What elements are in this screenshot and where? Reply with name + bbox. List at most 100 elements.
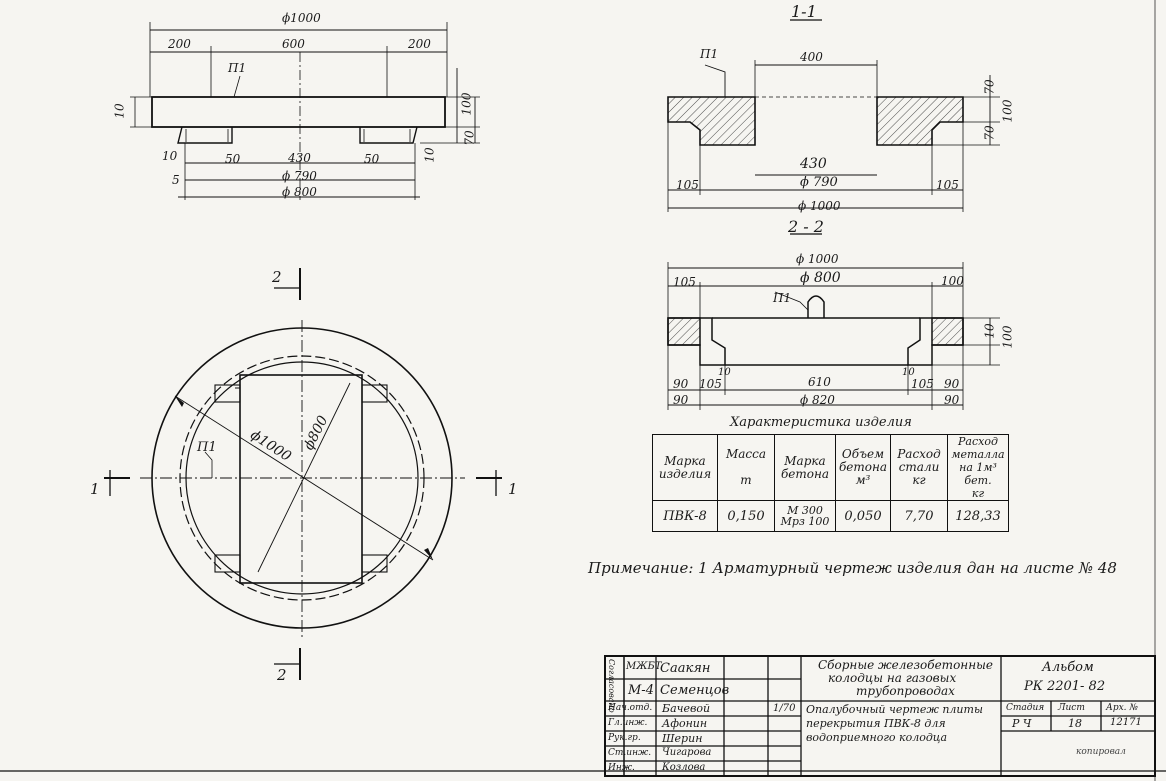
section-2-2-title: 2 - 2: [788, 217, 824, 236]
stamp-project-title-1: Сборные железобетонные: [818, 658, 993, 672]
table-title: Характеристика изделия: [730, 415, 912, 430]
dim-d1000: ϕ1000: [282, 11, 321, 25]
stamp-stage-value: Р Ч: [1012, 717, 1032, 730]
dim-50-left: 50: [225, 152, 241, 166]
dim-105-s2: 105: [673, 275, 696, 289]
dim-10-left: 10: [112, 103, 127, 119]
plan-view: [130, 22, 480, 200]
drawing-note: Примечание: 1 Арматурный чертеж изделия …: [588, 559, 1117, 577]
dim-105-s1-right: 105: [936, 178, 959, 192]
left-section-body: [667, 96, 756, 146]
stamp-project-title-3: трубопроводах: [856, 684, 955, 698]
dim-610: 610: [808, 375, 831, 389]
dim-100-s2-side: 100: [1000, 325, 1015, 349]
dim-90-s2-d: 90: [944, 393, 960, 407]
dim-70-s1-top: 70: [982, 79, 997, 95]
dim-105-s1-left: 105: [676, 178, 699, 192]
stamp-album-label: Альбом: [1042, 660, 1094, 675]
dim-430-plan: 430: [288, 151, 311, 165]
stamp-r4-role: Гл.инж.: [608, 718, 648, 728]
dim-10-rib: 10: [162, 149, 178, 163]
title-block: Согласовано МЖБТ Саакян М-4 Семенцов Нач…: [604, 655, 1156, 777]
stamp-project-title-2: колодцы на газовых: [828, 671, 957, 685]
cell-mark: ПВК-8: [652, 500, 718, 532]
section-1-1: [667, 19, 1000, 235]
stamp-stage-header: Стадия: [1006, 703, 1045, 713]
stamp-r4-name: Афонин: [662, 717, 708, 730]
stamp-r1-name: Саакян: [660, 661, 711, 676]
cut-mark-1-left: 1: [90, 480, 100, 498]
marker-p1-top: П1: [197, 440, 217, 455]
dim-1000-s2: ϕ 1000: [796, 252, 839, 266]
top-view: [104, 268, 502, 680]
stamp-r2-role: М-4: [628, 683, 654, 698]
dim-50-right: 50: [364, 152, 380, 166]
dim-90-s2-c: 90: [673, 393, 689, 407]
dim-70-s1-bottom: 70: [982, 125, 997, 141]
dim-430-s1: 430: [800, 156, 827, 172]
stamp-sheet-title-2: перекрытия ПВК-8 для: [806, 717, 946, 730]
section-2-2: [667, 262, 1000, 410]
stamp-sheets-value: 12171: [1110, 717, 1142, 728]
stamp-r3-role: Нач.отд.: [608, 703, 653, 713]
dim-90-s2-a: 90: [673, 377, 689, 391]
dim-10-s2: 10: [982, 323, 997, 339]
title-block-grid: [606, 657, 1154, 775]
cell-volume: 0,050: [835, 500, 891, 532]
stamp-r6-role: Ст.инж.: [608, 748, 652, 758]
dim-800-s2: ϕ 800: [800, 270, 841, 286]
right-section-body: [876, 96, 964, 146]
stamp-sheets-header: Арх. №: [1106, 703, 1138, 713]
stamp-sheet-header: Лист: [1058, 703, 1085, 713]
opening: [239, 374, 363, 584]
dim-400: 400: [800, 50, 823, 64]
dim-105-s2-c: 105: [911, 377, 934, 391]
cut-mark-2-top: 2: [272, 268, 282, 286]
stamp-r6-name: Чигарова: [662, 747, 712, 758]
cell-steel: 7,70: [890, 500, 948, 532]
stamp-r7-role: Инж.: [608, 763, 635, 773]
dim-100-plan: 100: [459, 92, 474, 116]
stamp-album-code: РК 2201- 82: [1024, 679, 1106, 694]
marker-p1-section: П1: [700, 47, 719, 61]
stamp-date: 1/70: [773, 703, 796, 714]
stamp-r1-role: МЖБТ: [626, 661, 662, 672]
right-rib: [359, 126, 418, 144]
marker-p1-plan: П1: [228, 61, 247, 75]
cut-mark-2-bottom: 2: [277, 666, 287, 684]
stamp-sheet-title-3: водоприемного колодца: [806, 731, 948, 744]
stamp-r3-name: Бачевой: [662, 702, 711, 715]
stamp-r5-role: Рук.гр.: [608, 733, 641, 743]
dim-1000-s1: ϕ 1000: [798, 199, 841, 213]
dim-5: 5: [172, 173, 180, 187]
cut-mark-1-right: 1: [508, 480, 518, 498]
dim-790-plan: ϕ 790: [282, 169, 317, 183]
dim-200-right: 200: [408, 37, 431, 51]
left-rib: [177, 126, 233, 144]
dim-820: ϕ 820: [800, 393, 835, 407]
dim-100-s2-top: 100: [941, 274, 964, 288]
dim-90-s2-b: 90: [944, 377, 960, 391]
diameter-800-line: [257, 382, 351, 573]
dim-10-s2-c: 10: [902, 367, 915, 378]
stamp-r2-name: Семенцов: [660, 683, 730, 698]
dim-100-s1: 100: [1000, 99, 1015, 123]
stamp-side-label: Согласовано: [607, 659, 616, 713]
dim-10-s2-b: 10: [718, 367, 731, 378]
dim-200-left: 200: [168, 37, 191, 51]
stamp-sheet-value: 18: [1068, 717, 1082, 730]
cell-metal: 128,33: [947, 500, 1009, 532]
dim-105-s2-b: 105: [699, 377, 722, 391]
